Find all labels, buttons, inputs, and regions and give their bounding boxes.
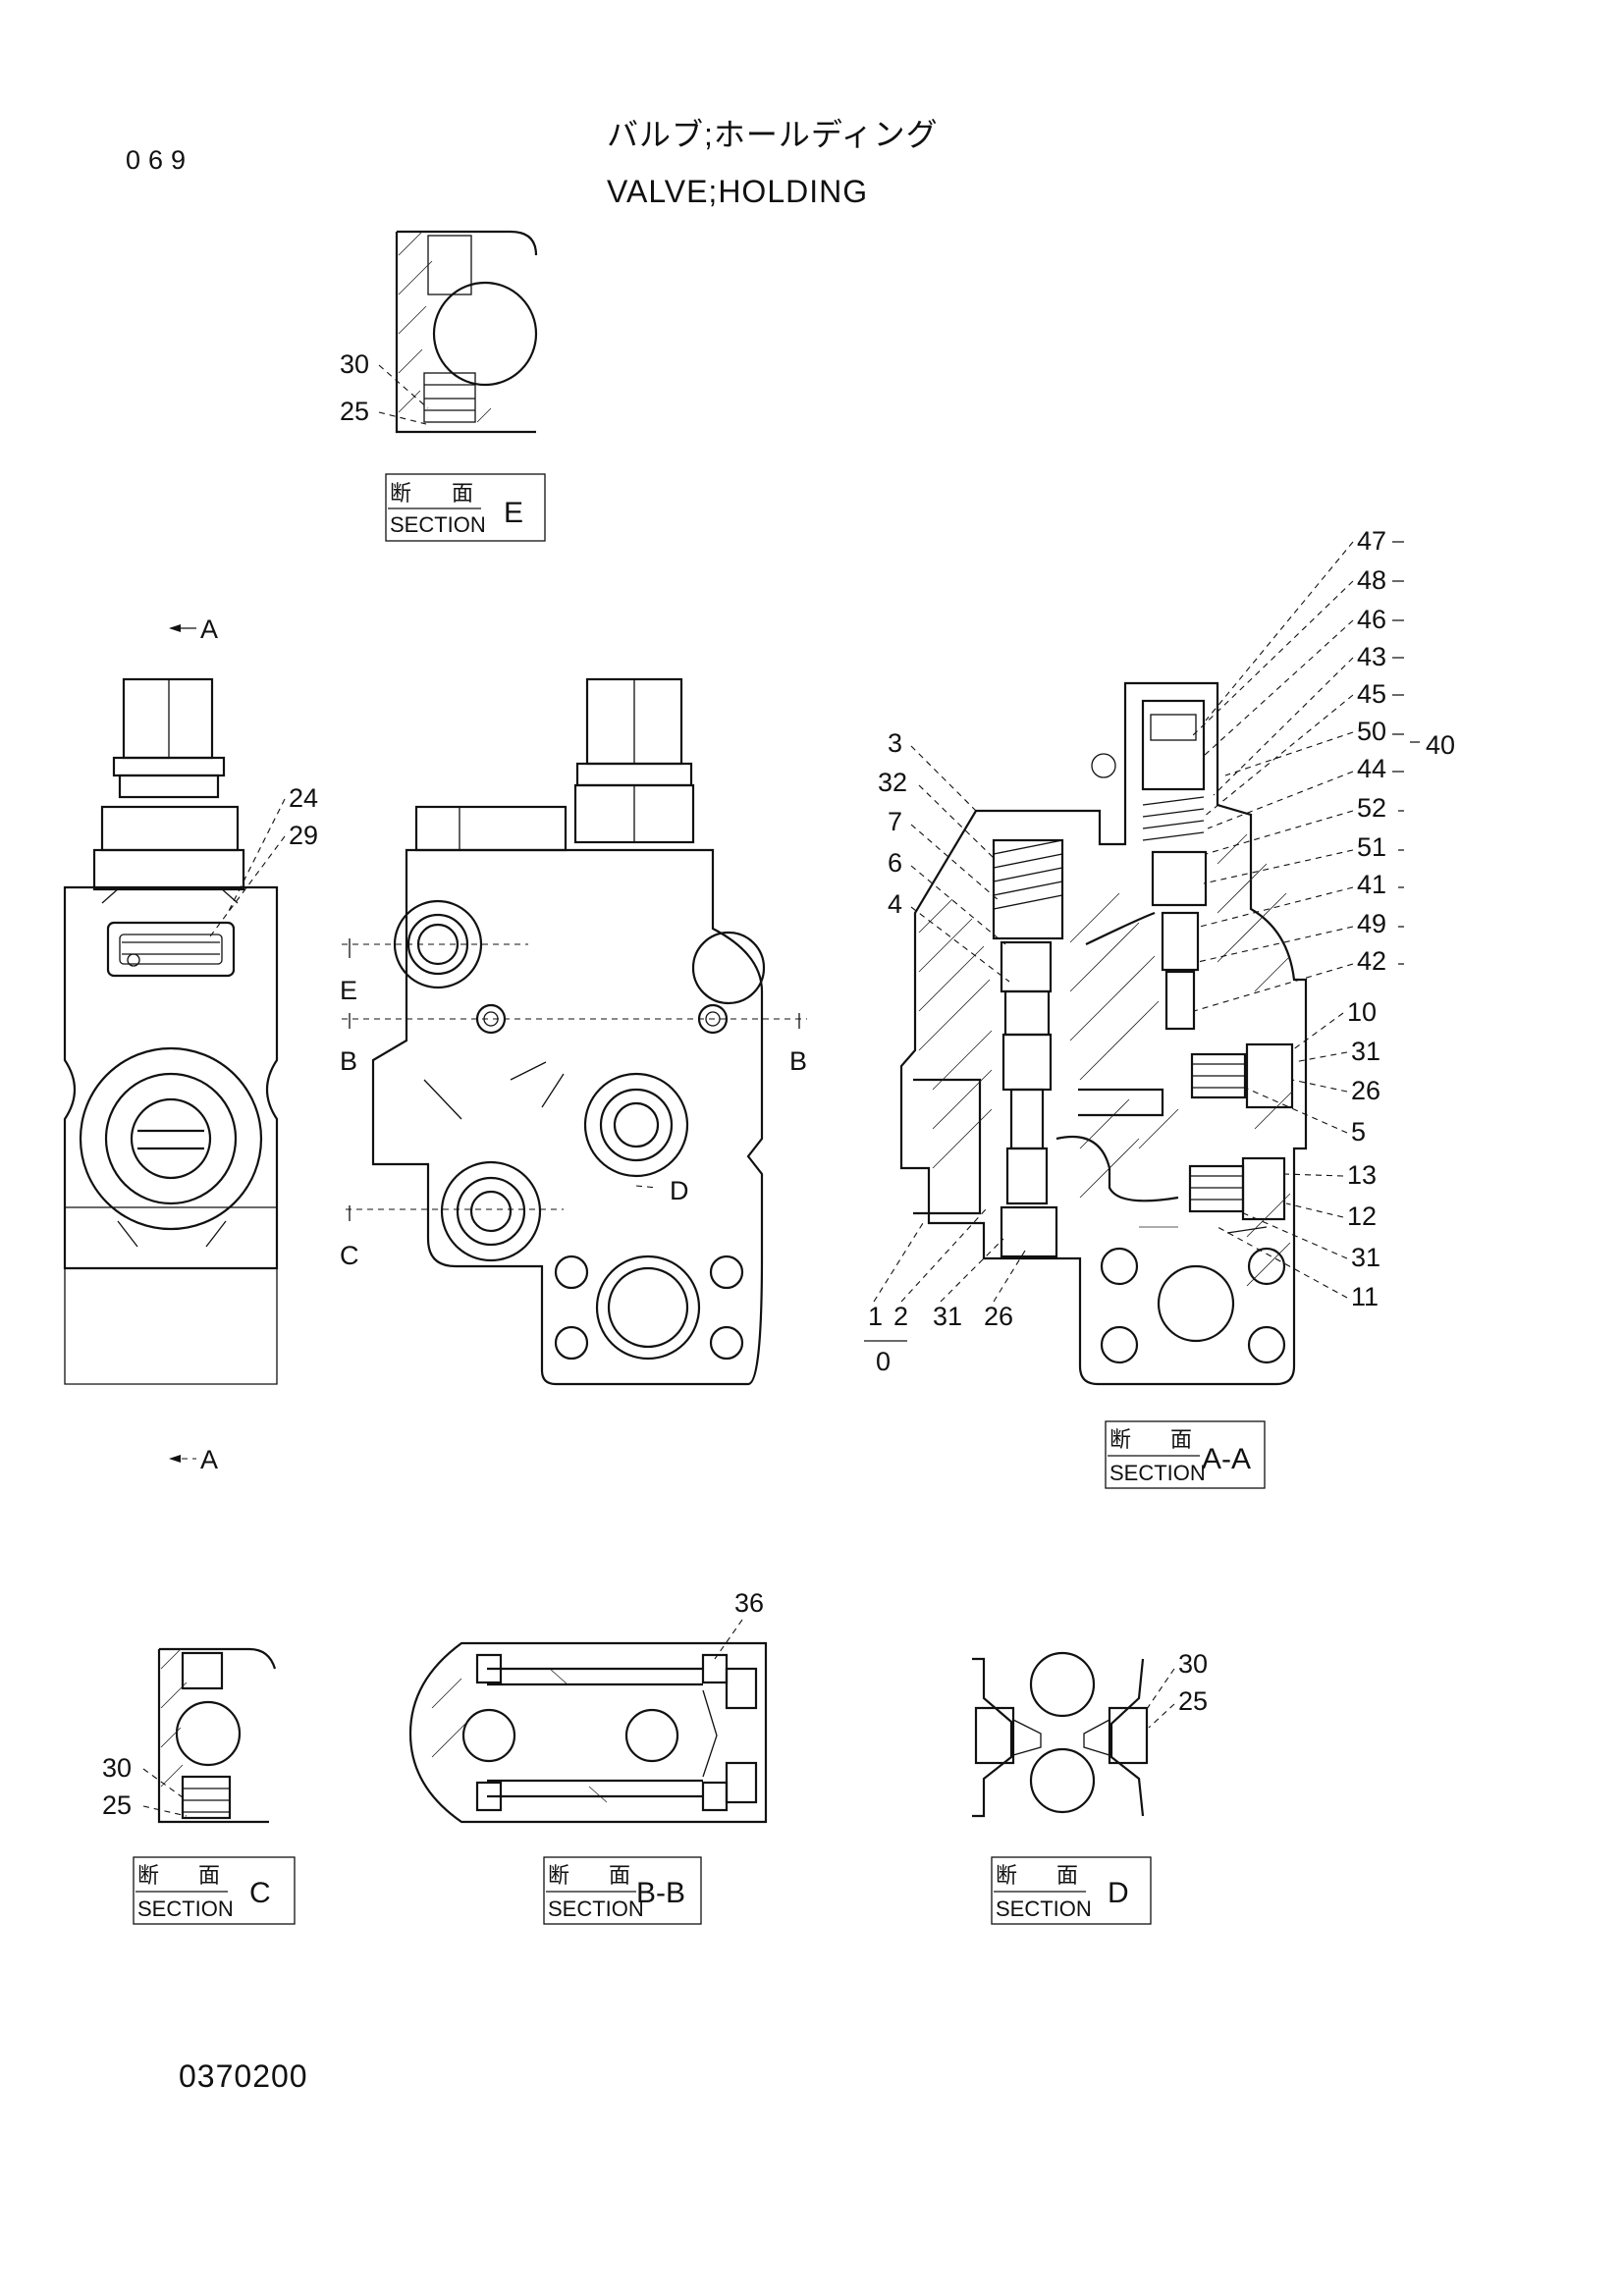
svg-text:A: A — [200, 614, 218, 644]
section-c-caption: 断 面 SECTION C — [133, 1856, 296, 1925]
svg-text:SECTION: SECTION — [548, 1896, 644, 1921]
cut-label-c: C — [340, 1241, 359, 1270]
svg-text:32: 32 — [878, 768, 907, 797]
sec-c-label-30: 30 — [102, 1753, 132, 1783]
svg-text:2: 2 — [893, 1302, 908, 1331]
title-japanese: バルブ;ホールディング — [607, 117, 939, 152]
section-bb-caption: 断 面 SECTION B-B — [543, 1856, 702, 1925]
svg-text:43: 43 — [1357, 642, 1386, 671]
svg-text:47: 47 — [1357, 526, 1386, 556]
svg-text:SECTION: SECTION — [137, 1896, 234, 1921]
svg-text:SECTION: SECTION — [1109, 1461, 1206, 1485]
svg-text:断: 断 — [137, 1863, 159, 1888]
svg-text:44: 44 — [1357, 754, 1386, 783]
svg-text:面: 面 — [452, 481, 473, 506]
svg-text:12: 12 — [1347, 1201, 1377, 1231]
cut-label-d: D — [670, 1176, 689, 1205]
svg-text:40: 40 — [1426, 730, 1455, 760]
section-d-caption: 断 面 SECTION D — [991, 1856, 1152, 1925]
svg-text:0: 0 — [876, 1347, 891, 1376]
svg-text:52: 52 — [1357, 793, 1386, 823]
svg-text:51: 51 — [1357, 832, 1386, 862]
section-e-caption: 断 面 SECTION E — [385, 473, 546, 542]
svg-text:面: 面 — [1170, 1427, 1192, 1452]
view-arrow-a-top: A — [169, 614, 218, 644]
svg-text:48: 48 — [1357, 565, 1386, 595]
cut-label-b-left: B — [340, 1046, 357, 1076]
svg-text:42: 42 — [1357, 946, 1386, 976]
sec-e-label-30: 30 — [340, 349, 369, 379]
svg-text:13: 13 — [1347, 1160, 1377, 1190]
section-aa-caption: 断 面 SECTION A-A — [1105, 1420, 1266, 1489]
section-aa-left-labels: 3 32 7 6 4 — [878, 728, 1010, 983]
section-d-letter: D — [1108, 1877, 1129, 1909]
view-arrow-a-bottom: A — [169, 1445, 218, 1474]
section-bb-letter: B-B — [636, 1877, 685, 1909]
svg-text:31: 31 — [1351, 1243, 1380, 1272]
front-elevation-view — [342, 677, 807, 1386]
svg-text:断: 断 — [390, 481, 411, 506]
page-number: 069 — [126, 145, 193, 175]
svg-text:26: 26 — [984, 1302, 1013, 1331]
sec-e-label-25: 25 — [340, 397, 369, 426]
title-english: VALVE;HOLDING — [607, 174, 868, 209]
sec-bb-label-36: 36 — [734, 1588, 764, 1618]
cut-label-b-right: B — [789, 1046, 807, 1076]
section-d-view — [972, 1651, 1149, 1818]
svg-text:45: 45 — [1357, 679, 1386, 709]
section-aa-right-labels: 47 48 46 43 45 50 44 52 51 41 49 42 10 3… — [1191, 526, 1455, 1311]
svg-text:41: 41 — [1357, 870, 1386, 899]
section-aa-bottom-labels: 1 2 31 26 0 — [864, 1208, 1026, 1376]
section-bb-view — [408, 1641, 768, 1824]
svg-text:49: 49 — [1357, 909, 1386, 938]
svg-text:A: A — [200, 1445, 218, 1474]
cut-label-e: E — [340, 976, 357, 1005]
section-c-view — [157, 1647, 277, 1824]
svg-text:SECTION: SECTION — [996, 1896, 1092, 1921]
drawing-number: 0370200 — [179, 2058, 308, 2094]
svg-text:面: 面 — [609, 1863, 630, 1888]
svg-text:6: 6 — [888, 848, 902, 878]
svg-text:31: 31 — [1351, 1037, 1380, 1066]
svg-text:5: 5 — [1351, 1117, 1366, 1147]
section-c-letter: C — [249, 1877, 271, 1909]
sec-c-label-25: 25 — [102, 1790, 132, 1820]
side-elevation-view — [63, 677, 279, 1385]
svg-text:7: 7 — [888, 807, 902, 836]
svg-text:面: 面 — [198, 1863, 220, 1888]
svg-text:1: 1 — [868, 1302, 883, 1331]
svg-text:断: 断 — [548, 1863, 569, 1888]
svg-text:11: 11 — [1351, 1282, 1379, 1311]
svg-text:50: 50 — [1357, 717, 1386, 746]
sec-d-label-25: 25 — [1178, 1686, 1208, 1716]
svg-text:31: 31 — [933, 1302, 962, 1331]
section-aa-view — [899, 681, 1308, 1386]
svg-text:10: 10 — [1347, 997, 1377, 1027]
section-e-view — [395, 230, 538, 434]
svg-text:断: 断 — [1109, 1427, 1131, 1452]
section-aa-letter: A-A — [1202, 1443, 1251, 1475]
sec-d-label-30: 30 — [1178, 1649, 1208, 1679]
svg-text:26: 26 — [1351, 1076, 1380, 1105]
svg-text:断: 断 — [996, 1863, 1017, 1888]
svg-text:3: 3 — [888, 728, 902, 758]
side-label-29: 29 — [289, 821, 318, 850]
section-e-letter: E — [504, 497, 523, 529]
svg-text:4: 4 — [888, 889, 902, 919]
svg-text:SECTION: SECTION — [390, 512, 486, 537]
svg-text:46: 46 — [1357, 605, 1386, 634]
side-label-24: 24 — [289, 783, 318, 813]
svg-text:面: 面 — [1056, 1863, 1078, 1888]
